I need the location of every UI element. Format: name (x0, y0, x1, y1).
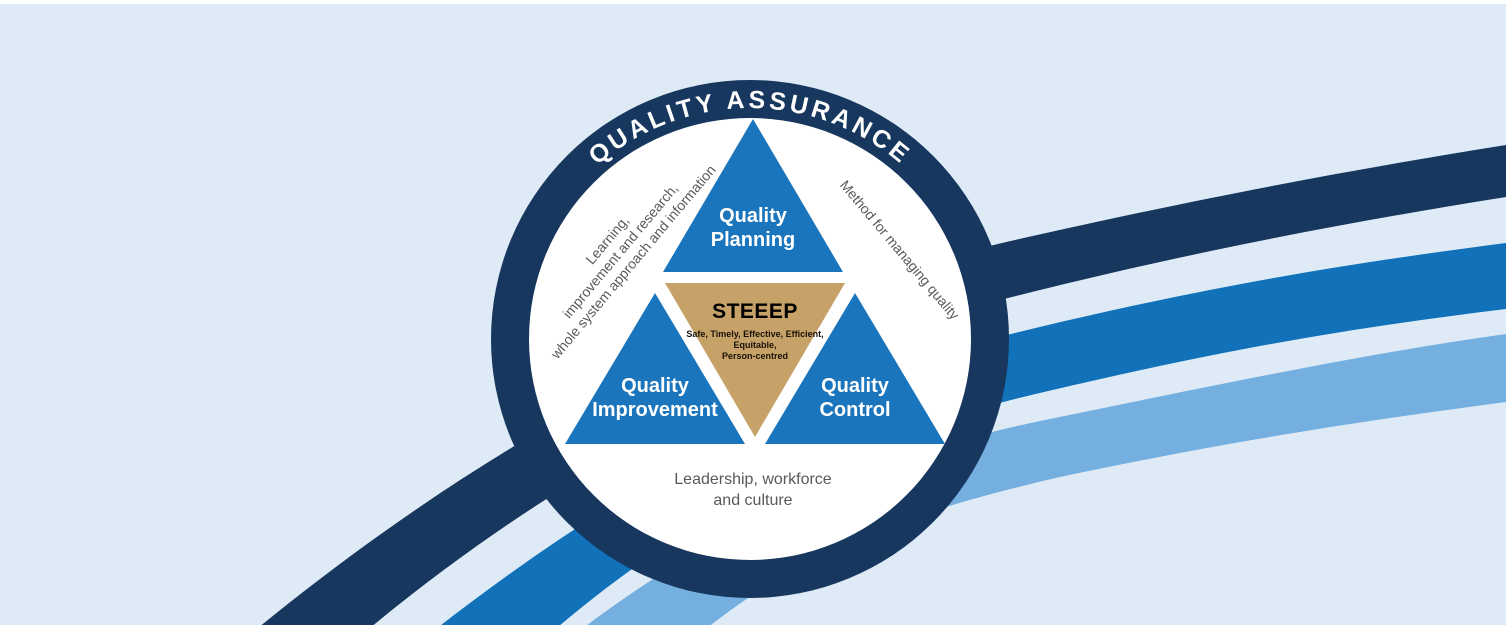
steeep-sub-line1: Safe, Timely, Effective, Efficient, (686, 329, 823, 339)
quality-planning-label-line1: Quality (719, 205, 788, 227)
steeep-heading: STEEEP (712, 300, 798, 323)
quality-control-label-line2: Control (819, 399, 890, 421)
bottom-annotation-line1: Leadership, workforce (674, 471, 832, 488)
steeep-sub-line3: Person-centred (722, 351, 788, 361)
steeep-triangle (665, 283, 845, 437)
swoosh-medium-band (437, 243, 1506, 628)
quality-control-label-line1: Quality (821, 375, 890, 397)
bottom-edge-strip (0, 625, 1506, 628)
top-edge-strip (0, 0, 1506, 4)
quality-improvement-label-line2: Improvement (592, 399, 718, 421)
swoosh-dark-band (257, 145, 1506, 628)
quality-improvement-triangle (565, 293, 745, 444)
triangle-group: Quality Planning Quality Improvement Qua… (565, 119, 945, 444)
steeep-sub-line2: Equitable, (733, 340, 776, 350)
quality-control-triangle (765, 293, 945, 444)
bottom-annotation-line2: and culture (713, 492, 792, 509)
quality-planning-label-line2: Planning (711, 229, 795, 251)
quality-improvement-label-line1: Quality (621, 375, 690, 397)
quality-planning-triangle (663, 119, 843, 272)
